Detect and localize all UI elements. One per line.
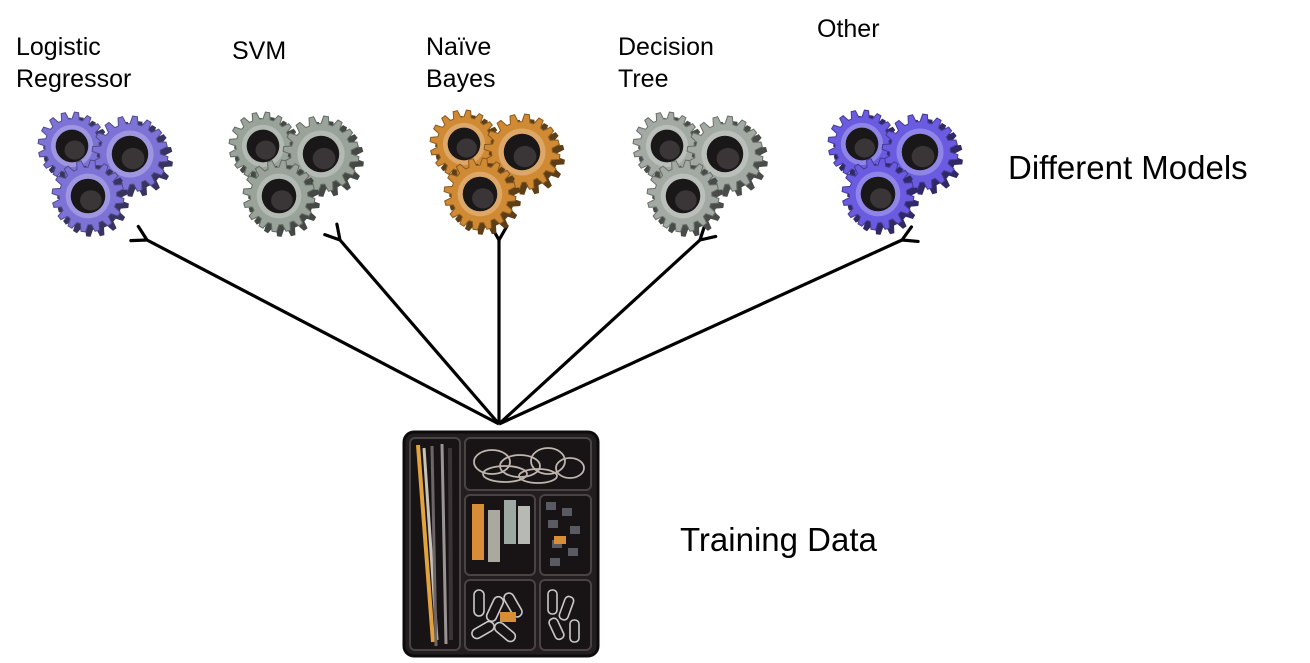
model-label-decision-tree: Decision Tree bbox=[618, 33, 714, 93]
gear-clusters bbox=[37, 109, 963, 237]
gear-cluster-icon bbox=[228, 111, 364, 237]
training-data-label: Training Data bbox=[680, 521, 877, 558]
arrow-to-model-0 bbox=[129, 224, 500, 426]
model-label-svm: SVM bbox=[232, 37, 287, 65]
arrow-to-model-4 bbox=[498, 225, 920, 426]
model-label-naive-bayes: Naïve Bayes bbox=[426, 33, 496, 93]
gear-cluster-icon bbox=[632, 111, 768, 237]
arrow-to-model-3 bbox=[497, 223, 718, 426]
arrow-to-model-1 bbox=[323, 222, 501, 426]
gear-cluster-icon bbox=[429, 109, 565, 235]
different-models-label: Different Models bbox=[1008, 149, 1248, 186]
gear-cluster-icon bbox=[827, 109, 963, 235]
gear-cluster-icon bbox=[37, 111, 173, 237]
office-supply-tray-icon bbox=[402, 430, 600, 658]
model-label-other: Other bbox=[817, 15, 880, 43]
model-label-logistic-regressor: Logistic Regressor bbox=[16, 33, 132, 93]
arrows bbox=[129, 222, 920, 426]
